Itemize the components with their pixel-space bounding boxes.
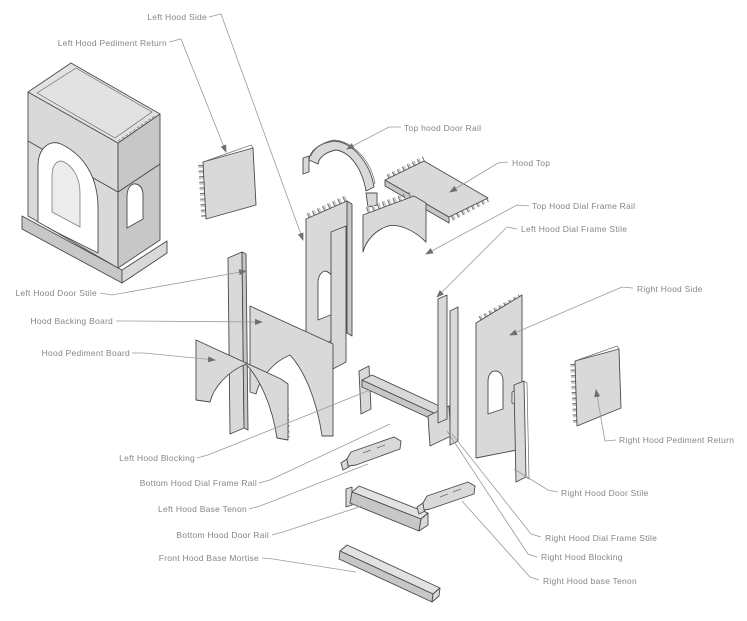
label-right-hood-side: Right Hood Side	[637, 283, 703, 294]
leader-left-hood-side	[208, 13, 304, 241]
leader-left-hood-pediment-return	[168, 38, 227, 153]
part-right-hood-dial-frame-stile	[449, 306, 459, 446]
part-top-hood-door-rail	[302, 139, 378, 208]
leader-right-hood-door-stile	[513, 468, 559, 493]
leader-right-hood-blocking	[446, 430, 538, 558]
label-right-hood-door-stile: Right Hood Door Stile	[561, 487, 649, 498]
label-left-hood-door-stile: Left Hood Door Stile	[15, 287, 97, 298]
leader-bottom-hood-door-rail	[271, 505, 363, 536]
part-assembled-hood	[21, 62, 168, 284]
part-hood-backing-board	[249, 305, 334, 437]
part-right-hood-base-tenon	[416, 481, 476, 515]
leader-hood-pediment-board	[132, 352, 216, 363]
part-front-hood-base-mortise	[338, 544, 441, 603]
leader-hood-top	[449, 161, 509, 193]
leader-right-hood-side	[509, 286, 634, 336]
label-front-hood-base-mortise: Front Hood Base Mortise	[158, 552, 259, 563]
leader-bottom-hood-dial-frame-rail	[258, 423, 391, 484]
label-left-hood-pediment-return: Left Hood Pediment Return	[57, 37, 167, 48]
label-left-hood-blocking: Left Hood Blocking	[119, 452, 195, 463]
part-left-hood-base-tenon	[340, 436, 402, 471]
label-right-hood-dial-frame-stile: Right Hood Dial Frame Stile	[545, 532, 658, 543]
label-right-hood-base-tenon: Right Hood base Tenon	[543, 575, 637, 586]
part-right-hood-door-stile	[513, 380, 530, 483]
leader-left-hood-base-tenon	[248, 463, 369, 510]
label-left-hood-side: Left Hood Side	[147, 11, 207, 22]
leader-left-hood-door-stile	[99, 269, 247, 296]
leader-top-hood-dial-frame-rail	[425, 204, 530, 255]
leader-top-hood-door-rail	[346, 126, 401, 150]
label-hood-backing-board: Hood Backing Board	[30, 315, 113, 326]
label-hood-pediment-board: Hood Pediment Board	[41, 347, 130, 358]
leader-hood-backing-board	[116, 318, 263, 325]
label-bottom-hood-dial-frame-rail: Bottom Hood Dial Frame Rail	[139, 477, 257, 488]
part-left-hood-pediment-return	[198, 144, 257, 220]
part-left-hood-dial-frame-stile	[437, 294, 448, 424]
part-right-hood-pediment-return	[570, 345, 622, 427]
part-hood-top	[384, 156, 490, 224]
leader-left-hood-dial-frame-stile	[436, 226, 518, 298]
label-left-hood-dial-frame-stile: Left Hood Dial Frame Stile	[521, 223, 628, 234]
part-hood-pediment-board	[195, 339, 290, 441]
part-bottom-hood-door-rail	[345, 485, 429, 532]
leader-right-hood-dial-frame-stile	[451, 433, 542, 538]
part-top-hood-dial-frame-rail	[362, 191, 427, 253]
label-bottom-hood-door-rail: Bottom Hood Door Rail	[176, 529, 269, 540]
leader-left-hood-blocking	[196, 389, 371, 459]
label-right-hood-pediment-return: Right Hood Pediment Return	[619, 434, 735, 445]
label-top-hood-dial-frame-rail: Top Hood Dial Frame Rail	[532, 200, 636, 211]
label-hood-top: Hood Top	[512, 157, 551, 168]
part-right-hood-side	[475, 294, 523, 459]
label-right-hood-blocking: Right Hood Blocking	[541, 551, 623, 562]
label-left-hood-base-tenon: Left Hood Base Tenon	[158, 503, 247, 514]
leader-right-hood-pediment-return	[594, 389, 617, 442]
part-left-hood-door-stile	[227, 251, 249, 435]
leader-lines	[99, 13, 634, 581]
label-top-hood-door-rail: Top hood Door Rail	[404, 122, 482, 133]
part-left-hood-side	[305, 195, 353, 371]
leader-front-hood-base-mortise	[261, 557, 357, 573]
leader-right-hood-base-tenon	[461, 500, 540, 581]
